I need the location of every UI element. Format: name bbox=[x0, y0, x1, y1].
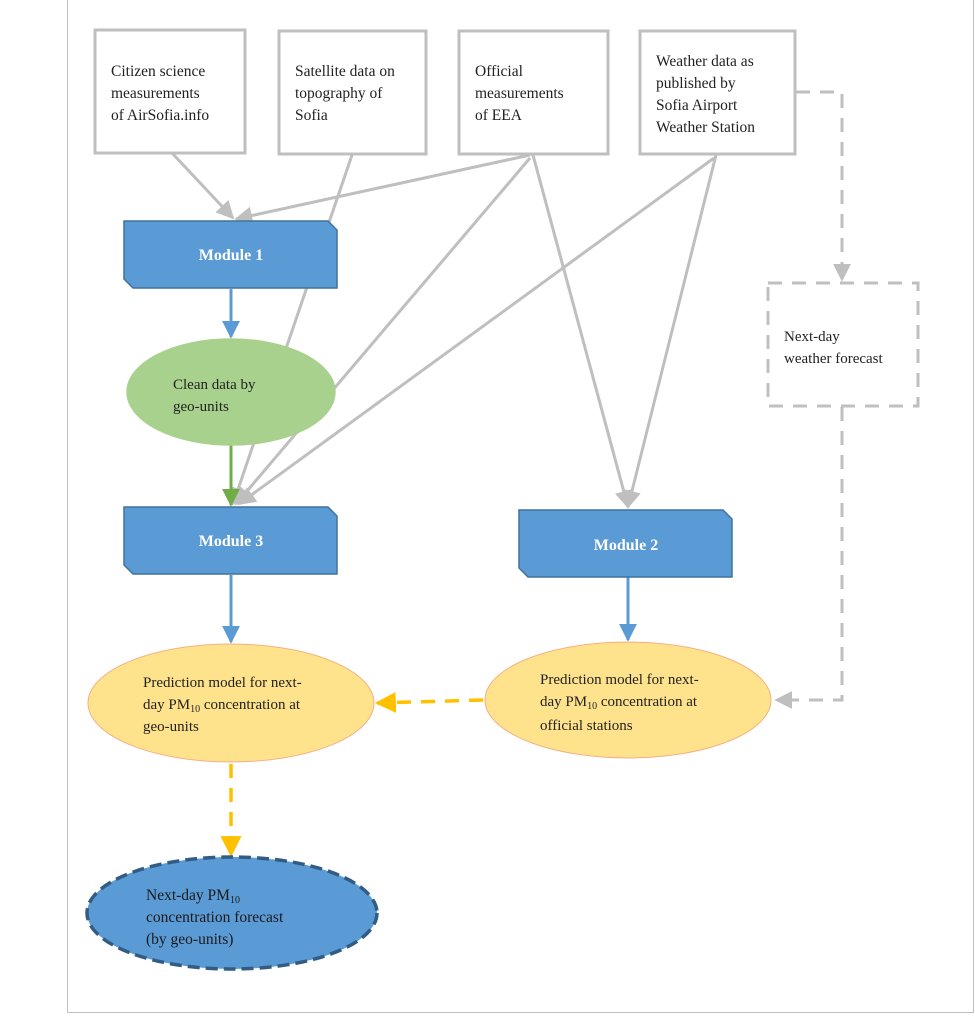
source-citizen-line-1: Citizen science bbox=[111, 63, 205, 80]
source-official: Official measurements of EEA bbox=[457, 29, 610, 156]
source-weather: Weather data as published by Sofia Airpo… bbox=[638, 29, 797, 156]
prediction-geo-line-1: Prediction model for next- bbox=[143, 675, 302, 691]
module-2-label: Module 2 bbox=[594, 537, 658, 554]
module-1: Module 1 bbox=[123, 220, 338, 289]
weather-forecast-line-2: weather forecast bbox=[784, 351, 884, 367]
arrow-official-to-module1 bbox=[234, 153, 531, 225]
clean-data-line-2: geo-units bbox=[173, 399, 229, 415]
clean-data-line-1: Clean data by bbox=[173, 377, 256, 393]
final-forecast-node: Next-day PM10 concentration forecast (by… bbox=[85, 855, 379, 971]
arrow-official-to-module3 bbox=[234, 157, 532, 506]
prediction-geo-line-3: geo-units bbox=[143, 719, 199, 735]
arrow-weather-to-forecast bbox=[796, 90, 851, 282]
prediction-geo-node: Prediction model for next- day PM10 conc… bbox=[87, 643, 375, 763]
prediction-official-line-2: day PM10 concentration at bbox=[540, 694, 698, 712]
source-satellite: Satellite data on topography of Sofia bbox=[277, 29, 428, 156]
arrow-prediction-official-to-geo bbox=[374, 691, 484, 713]
module-2: Module 2 bbox=[518, 509, 733, 578]
arrow-official-to-module2 bbox=[531, 154, 633, 509]
source-weather-line-4: Weather Station bbox=[656, 119, 755, 136]
source-weather-line-3: Sofia Airport bbox=[656, 97, 738, 114]
clean-data-node: Clean data by geo-units bbox=[126, 338, 336, 446]
module-1-label: Module 1 bbox=[199, 247, 263, 264]
final-forecast-line-1: Next-day PM10 bbox=[146, 887, 240, 906]
module-3: Module 3 bbox=[123, 506, 338, 575]
weather-forecast-line-1: Next-day bbox=[784, 329, 840, 345]
prediction-official-line-1: Prediction model for next- bbox=[540, 672, 699, 688]
source-official-line-1: Official bbox=[475, 63, 523, 80]
source-citizen-line-3: of AirSofia.info bbox=[111, 107, 209, 124]
source-satellite-line-3: Sofia bbox=[295, 107, 328, 124]
prediction-geo-line-2: day PM10 concentration at bbox=[143, 697, 301, 715]
source-citizen-science: Citizen science measurements of AirSofia… bbox=[93, 28, 247, 155]
source-official-line-3: of EEA bbox=[475, 107, 523, 124]
arrow-weather-to-module2 bbox=[623, 154, 718, 509]
source-citizen-line-2: measurements bbox=[111, 85, 200, 102]
prediction-official-line-3: official stations bbox=[540, 718, 633, 734]
weather-forecast-node: Next-day weather forecast bbox=[766, 281, 920, 408]
arrow-satellite-to-module3 bbox=[229, 154, 354, 506]
module-3-label: Module 3 bbox=[199, 533, 263, 550]
arrow-forecast-to-prediction-official bbox=[774, 407, 844, 709]
prediction-official-node: Prediction model for next- day PM10 conc… bbox=[484, 641, 772, 759]
source-satellite-line-1: Satellite data on bbox=[295, 63, 395, 80]
arrow-citizen-to-module1 bbox=[170, 151, 235, 220]
final-forecast-line-3: (by geo-units) bbox=[146, 931, 233, 948]
source-official-line-2: measurements bbox=[475, 85, 564, 102]
source-satellite-line-2: topography of bbox=[295, 85, 383, 102]
arrow-weather-to-module3 bbox=[237, 156, 715, 506]
connectors bbox=[170, 90, 851, 858]
source-weather-line-1: Weather data as bbox=[656, 53, 754, 70]
final-forecast-line-2: concentration forecast bbox=[146, 909, 284, 926]
diagram-frame bbox=[67, 0, 974, 1013]
source-weather-line-2: published by bbox=[656, 75, 736, 92]
